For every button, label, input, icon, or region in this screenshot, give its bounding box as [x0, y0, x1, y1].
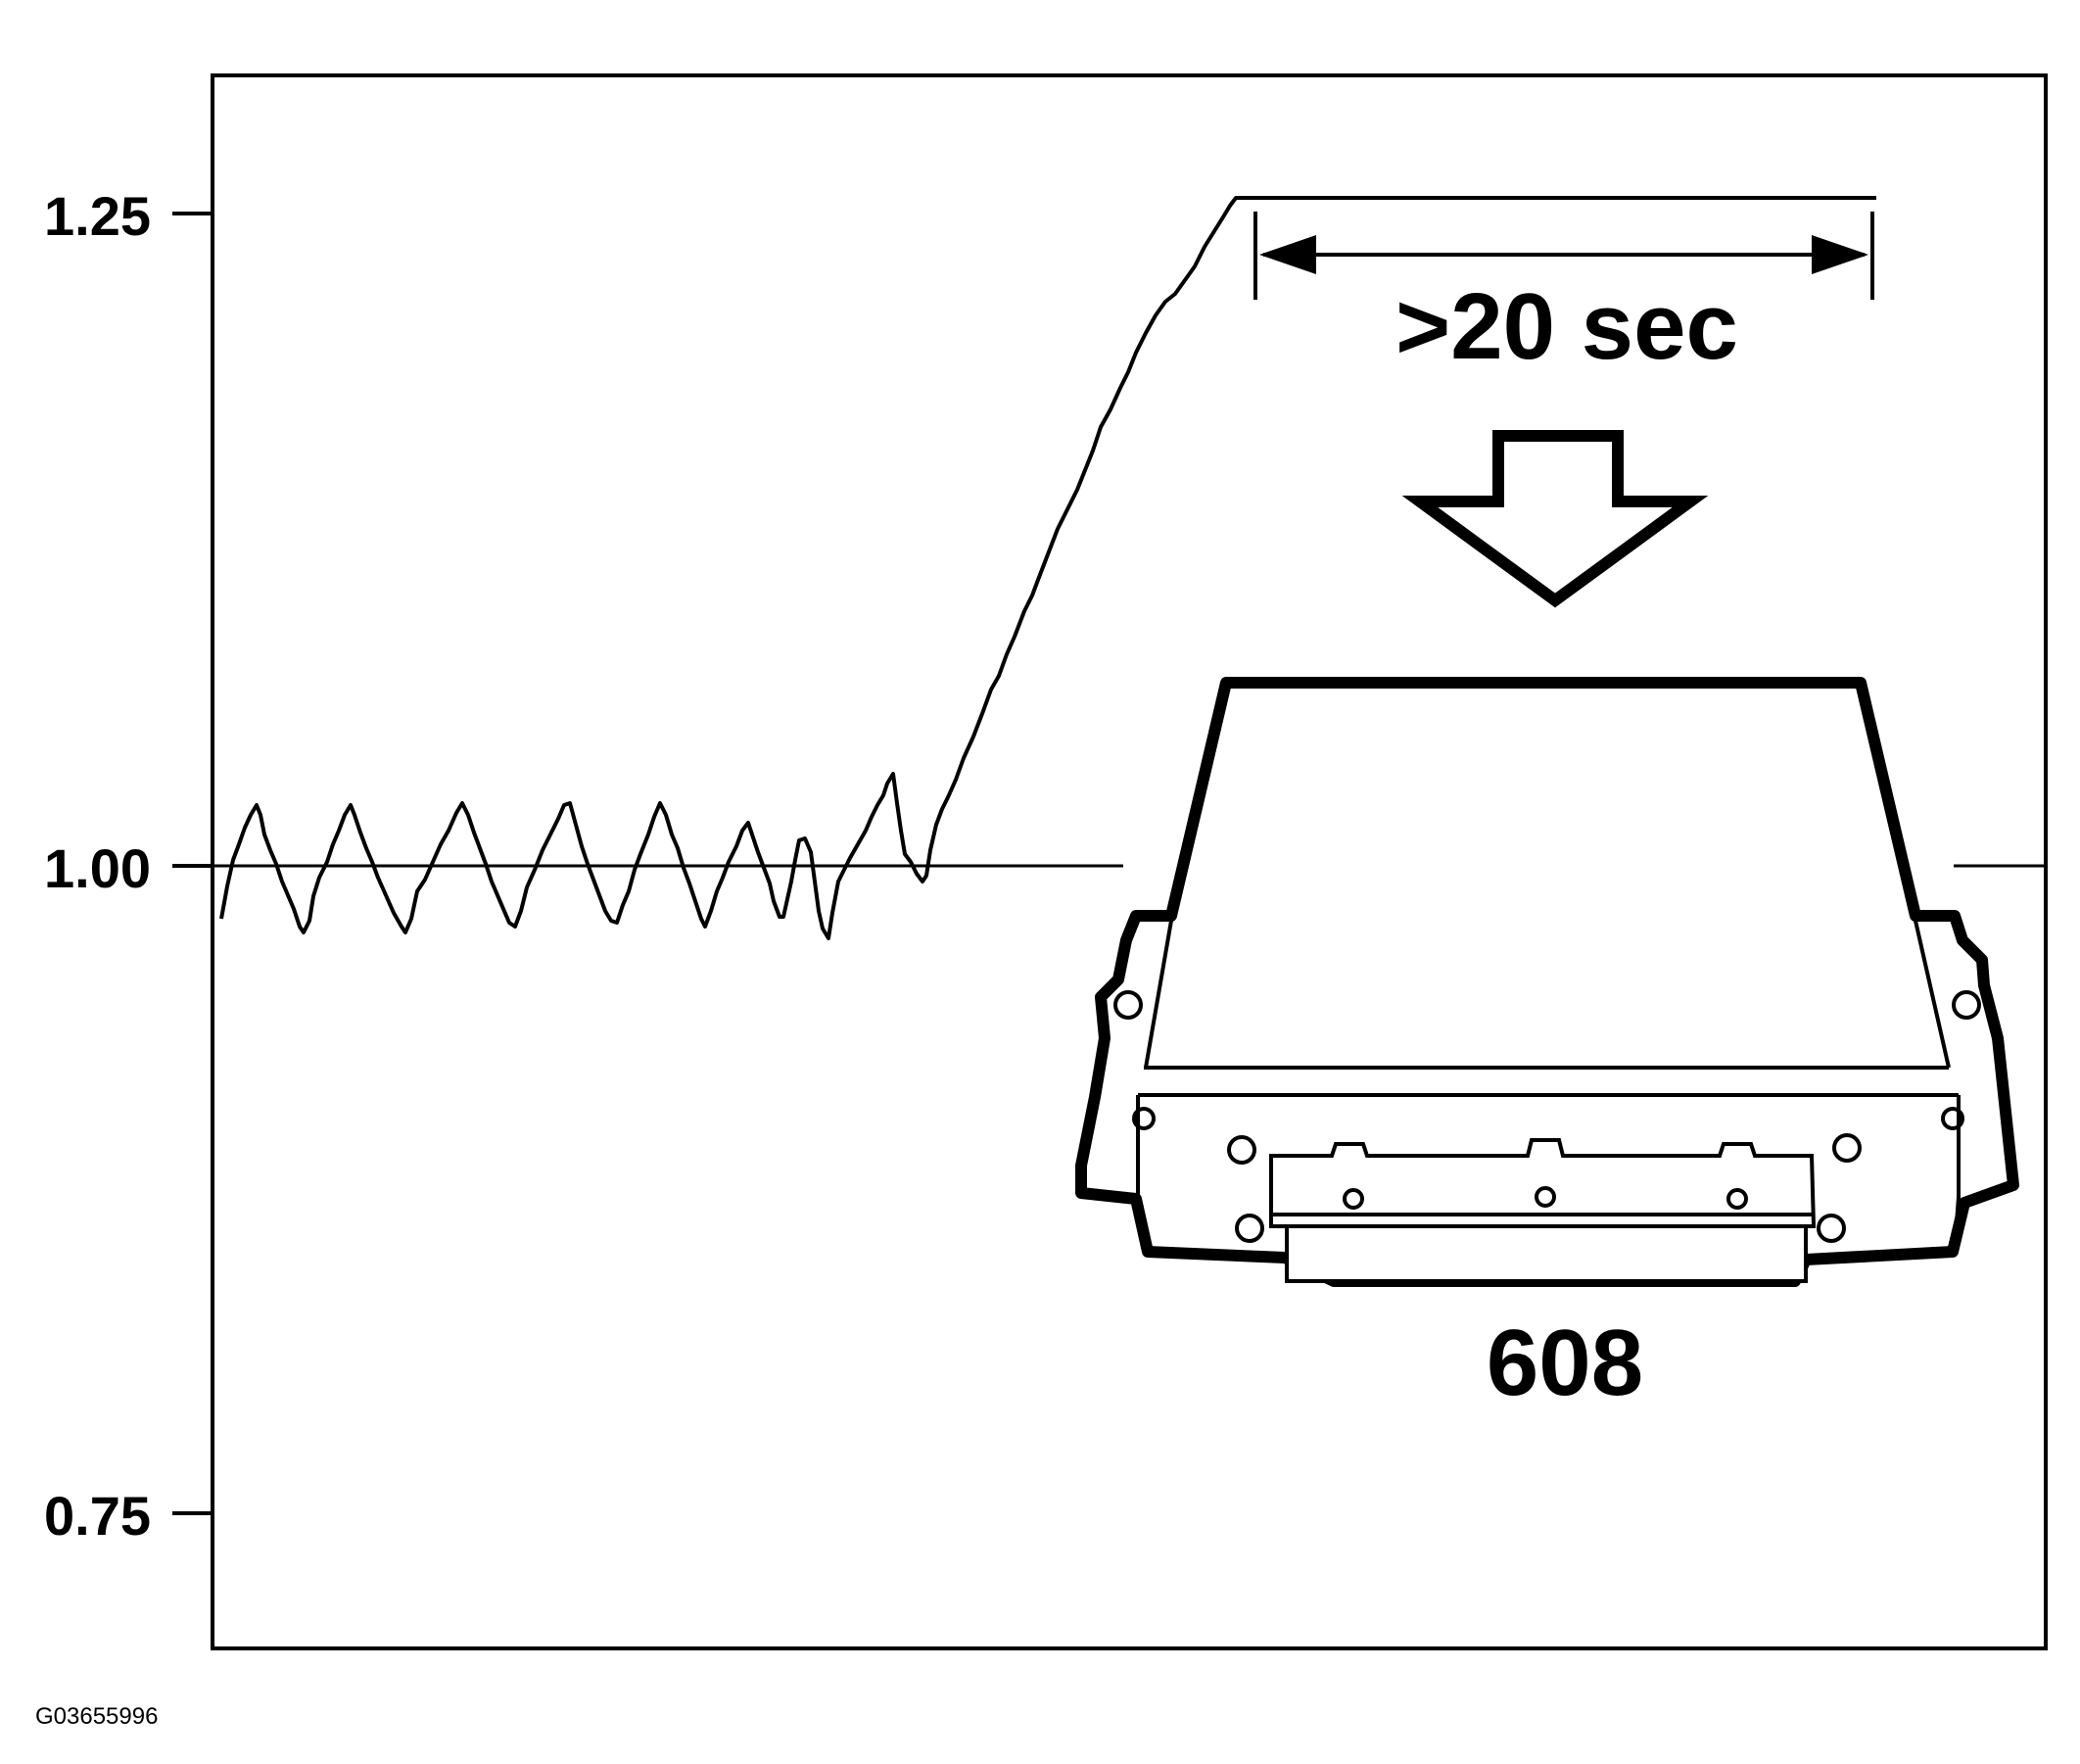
down-arrow-icon: [1401, 430, 1709, 608]
screw-right-face: [1832, 1133, 1862, 1163]
module-lower-face: [1136, 1095, 1148, 1251]
plot-frame: [211, 73, 2048, 1650]
tick-label-1-25: 1.25: [44, 185, 151, 247]
tick-label-1-00: 1.00: [44, 837, 151, 899]
module-lower-face-right: [1953, 1095, 1961, 1251]
module-body-left-edge: [1144, 920, 1173, 1069]
screw-right-mid: [1941, 1107, 1964, 1130]
component-number-label: 608: [1487, 1311, 1643, 1415]
screw-left-mid: [1132, 1107, 1156, 1130]
mount-hole-left-upper: [1113, 990, 1143, 1020]
signal-trace: [219, 196, 1876, 940]
duration-label: >20 sec: [1395, 274, 1738, 379]
connector-screw-2: [1535, 1186, 1556, 1208]
screw-right-lower: [1817, 1214, 1846, 1243]
screw-left-lower: [1235, 1214, 1264, 1243]
control-module-icon: [1075, 677, 2019, 1287]
connector-plug: [1285, 1224, 1808, 1283]
connector-screw-3: [1726, 1188, 1748, 1210]
screw-left-face: [1227, 1135, 1256, 1165]
tick-label-0-75: 0.75: [44, 1485, 151, 1547]
figure-id: G03655996: [35, 1703, 158, 1730]
mount-hole-right-upper: [1952, 990, 1981, 1020]
connector-screw-1: [1343, 1188, 1364, 1210]
duration-arrow-left: [1259, 235, 1316, 274]
module-body-right-edge: [1914, 920, 1951, 1069]
connector-outline: [1269, 1138, 1817, 1228]
duration-arrow-right: [1812, 235, 1868, 274]
